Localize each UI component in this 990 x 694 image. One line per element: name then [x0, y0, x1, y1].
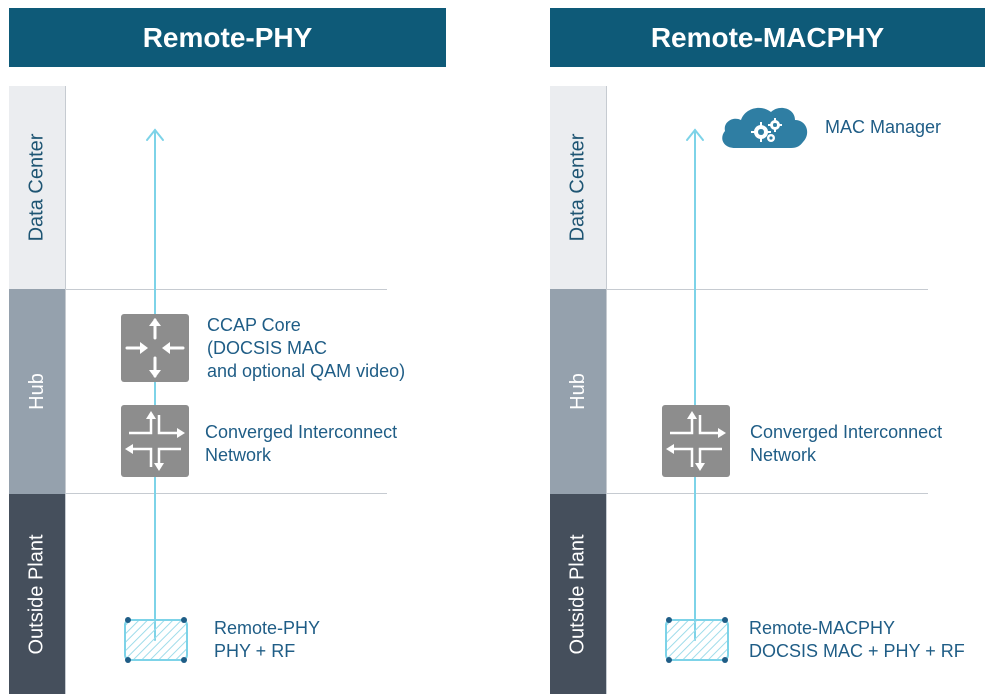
ccap-core-label: CCAP Core (DOCSIS MAC and optional QAM v… [207, 315, 406, 381]
remote-macphy-node-label: Remote-MACPHY DOCSIS MAC + PHY + RF [749, 618, 965, 661]
left-band-divider [65, 86, 66, 694]
remote-phy-title: Remote-PHY [142, 21, 313, 53]
right-arrowhead [686, 128, 704, 141]
node-device-icon [660, 614, 734, 666]
switch-icon [662, 405, 730, 477]
right-hub-top-line [606, 289, 928, 290]
remote-phy-node-label: Remote-PHY PHY + RF [214, 618, 321, 661]
switch-icon [121, 405, 189, 477]
left-hub-top-line [65, 289, 387, 290]
left-band-outside-plant: Outside Plant [9, 494, 65, 694]
right-cin-label: Converged Interconnect Network [750, 422, 943, 465]
mac-manager-label: MAC Manager [825, 117, 942, 137]
remote-macphy-header: Remote-MACPHY [550, 8, 985, 67]
left-hub-bottom-line [65, 493, 387, 494]
right-hub-bottom-line [606, 493, 928, 494]
remote-macphy-title: Remote-MACPHY [650, 21, 885, 53]
left-band-hub: Hub [9, 289, 65, 494]
remote-phy-header: Remote-PHY [9, 8, 446, 67]
right-band-data-center: Data Center [550, 86, 606, 289]
right-band-hub: Hub [550, 289, 606, 494]
node-device-icon [119, 614, 193, 666]
right-band-divider [606, 86, 607, 694]
right-band-outside-plant: Outside Plant [550, 494, 606, 694]
router-icon [121, 314, 189, 382]
cloud-gears-icon [717, 100, 813, 152]
left-cin-label: Converged Interconnect Network [205, 422, 398, 465]
left-band-data-center: Data Center [9, 86, 65, 289]
left-arrowhead [146, 128, 164, 141]
